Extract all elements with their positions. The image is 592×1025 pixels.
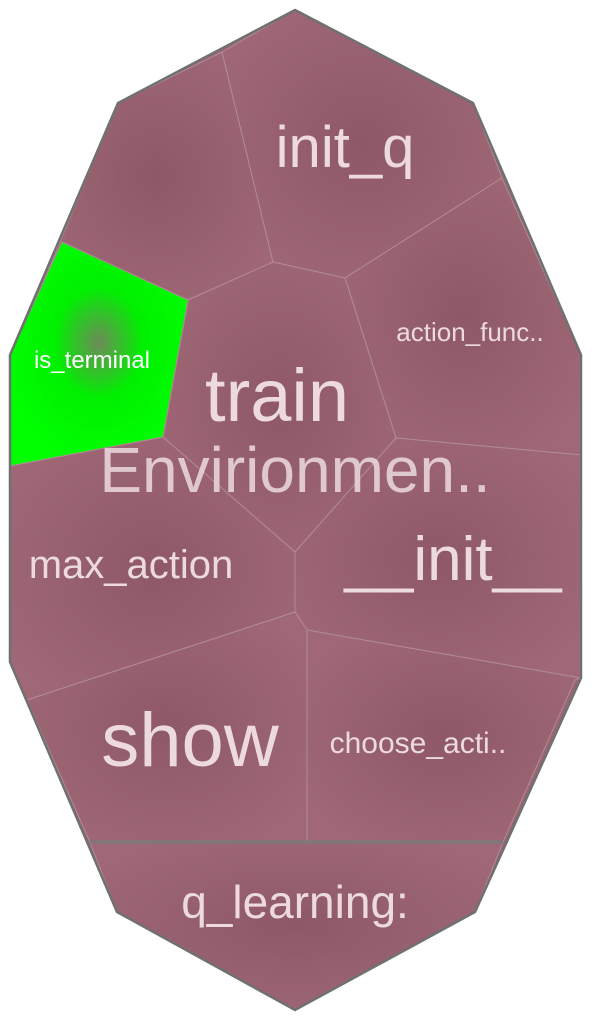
label-show: show (101, 698, 280, 783)
parent-label: Envirionmen.. (99, 434, 490, 506)
label-choose-action: choose_acti.. (330, 727, 507, 760)
label-q-learning: q_learning: (181, 876, 409, 928)
label-max-action: max_action (29, 543, 234, 587)
label-action-func: action_func.. (396, 317, 543, 347)
label-is-terminal: is_terminal (34, 347, 150, 374)
treemap-border (8, 8, 583, 1012)
label-train: train (205, 354, 349, 437)
label-init-q: init_q (276, 115, 415, 180)
label-init: __init__ (343, 525, 563, 594)
cell-choose-action[interactable] (306, 629, 581, 843)
